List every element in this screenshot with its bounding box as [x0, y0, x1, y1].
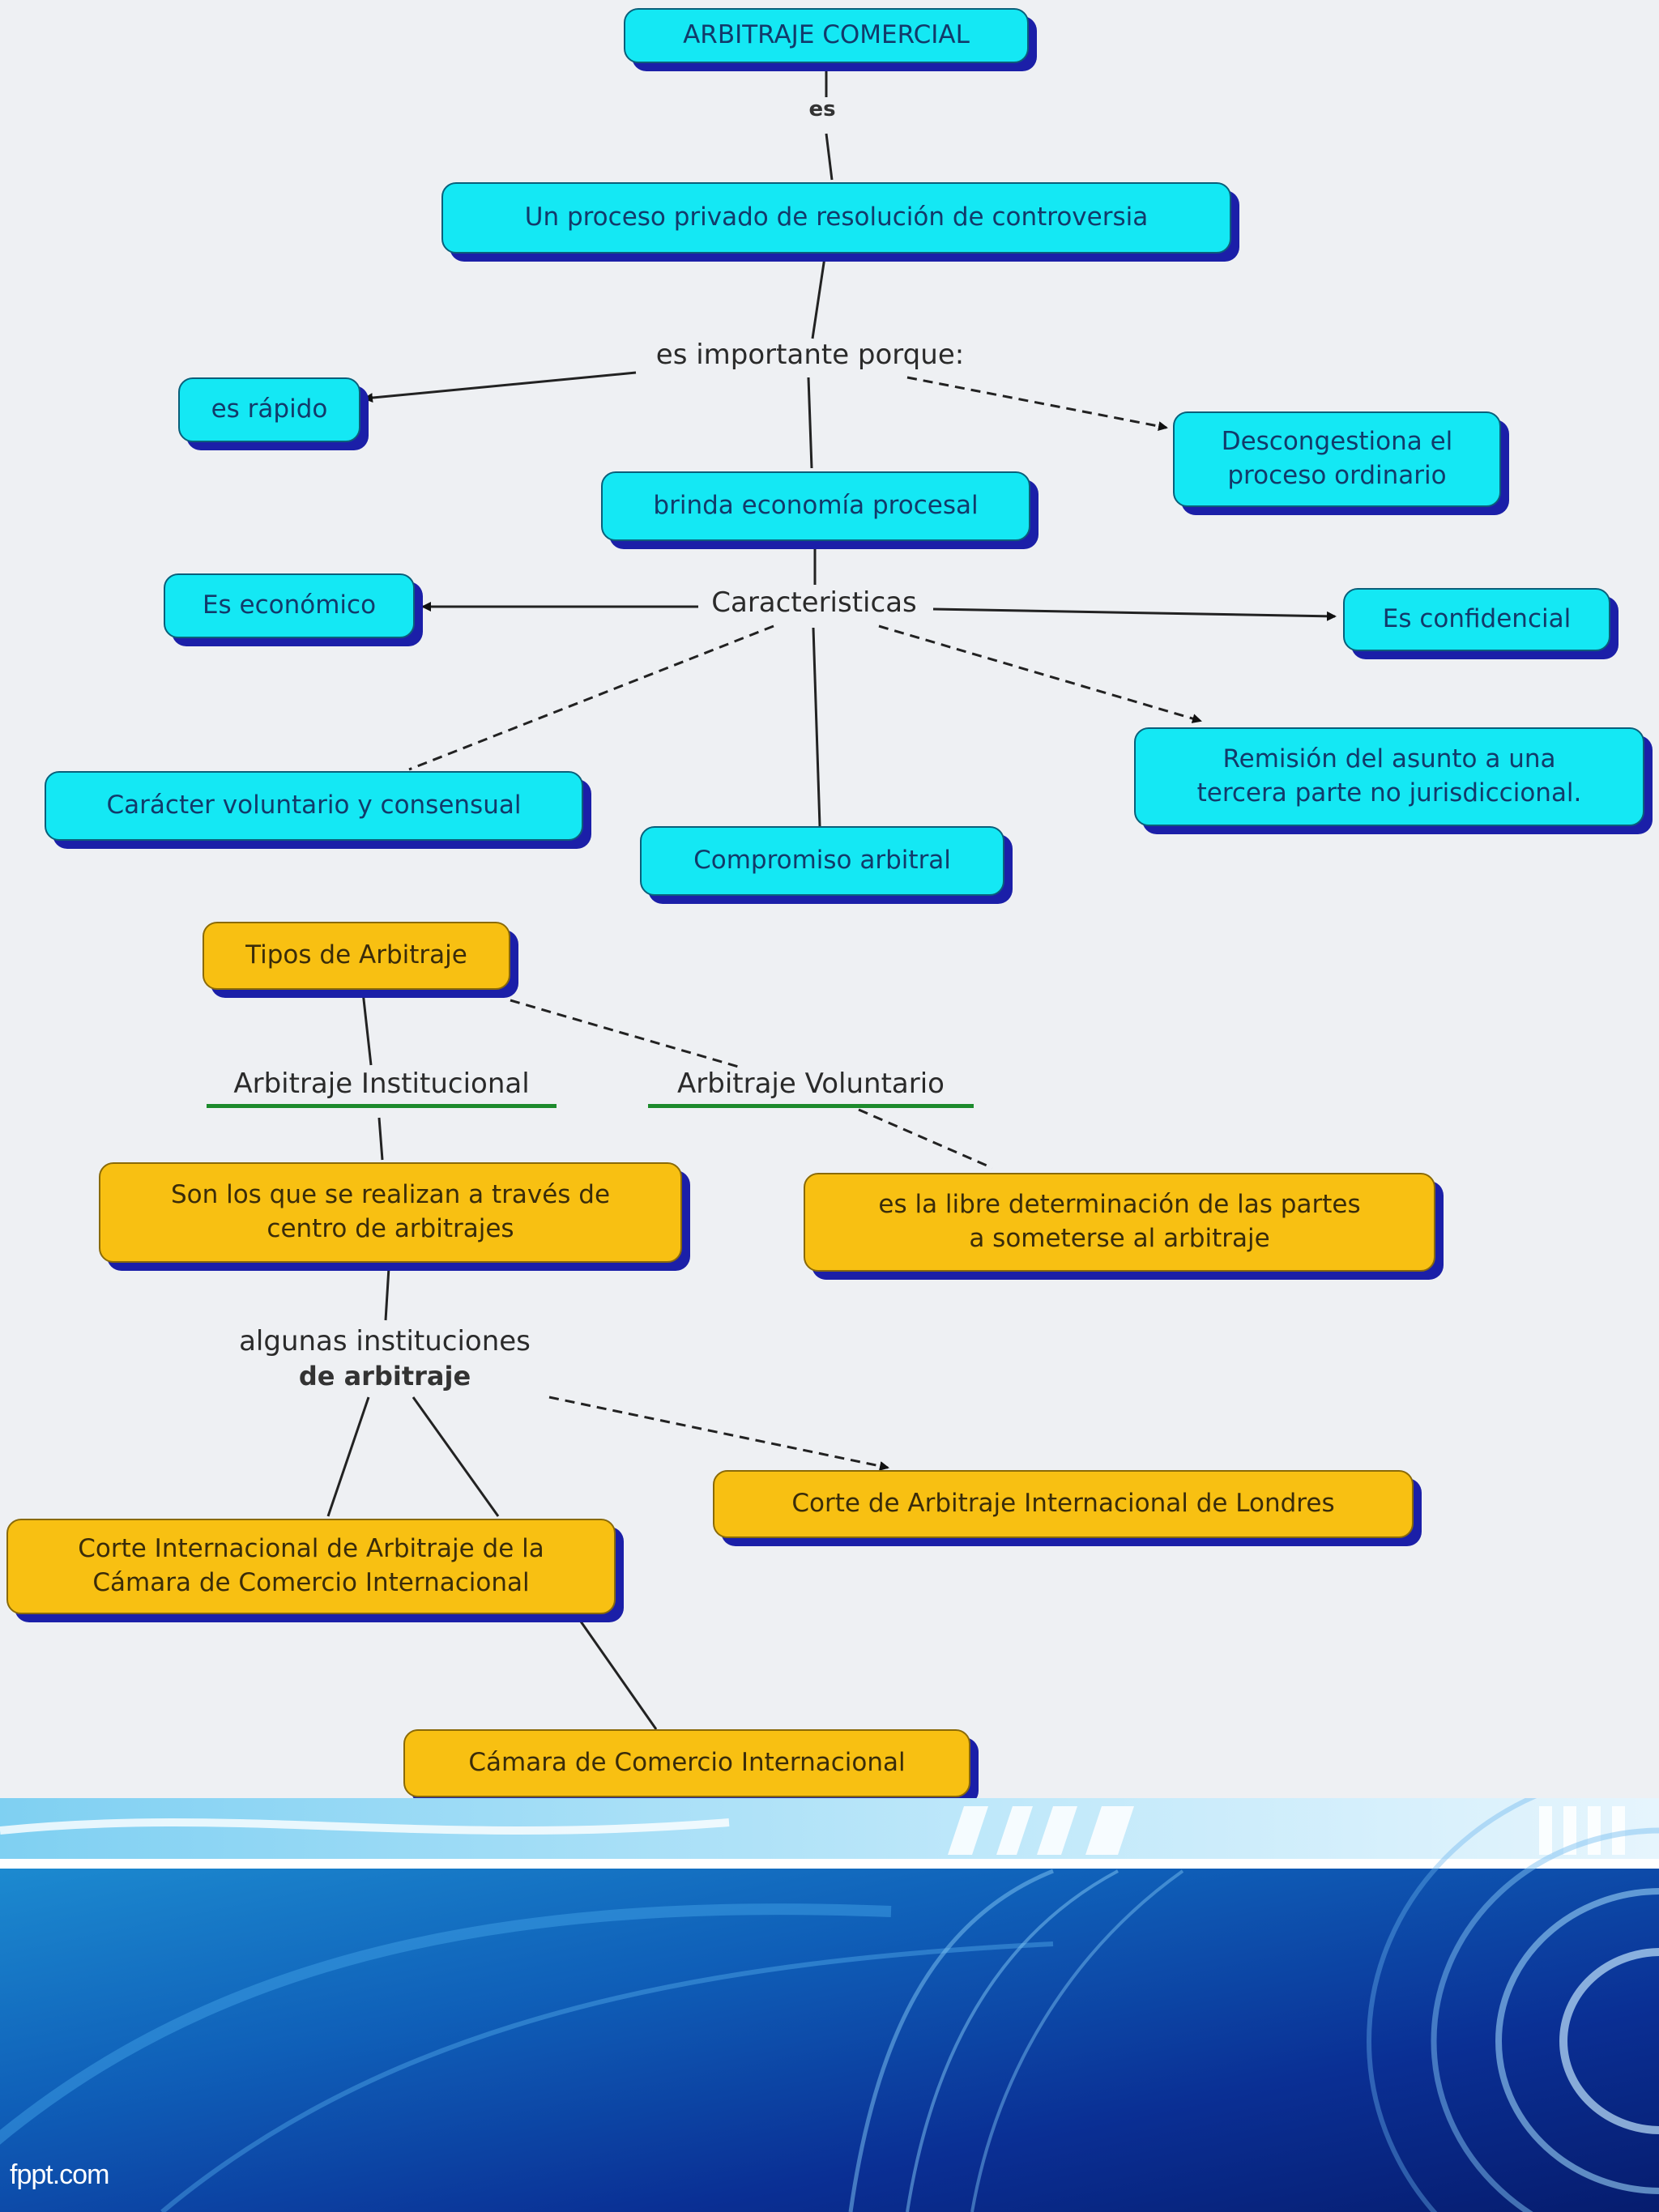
node-compromiso-arbitral[interactable]: Compromiso arbitral: [640, 826, 1004, 896]
node-caracter-voluntario[interactable]: Carácter voluntario y consensual: [45, 771, 583, 841]
link-proceso-importante: [811, 257, 826, 339]
node-tipos-arbitraje[interactable]: Tipos de Arbitraje: [203, 922, 510, 990]
label-de-arbitraje: de arbitraje: [298, 1361, 471, 1392]
link-tipos-voluntario: [510, 999, 742, 1069]
label-importante: es importante porque:: [655, 339, 965, 371]
node-corte-cci[interactable]: Corte Internacional de Arbitraje de la C…: [6, 1519, 616, 1614]
link-caracteristicas-compromiso: [812, 627, 821, 827]
node-economia-procesal[interactable]: brinda economía procesal: [601, 471, 1030, 541]
link-caracteristicas-remision: [878, 624, 1202, 723]
link-desc-instituciones: [384, 1267, 390, 1321]
link-instituciones-londres: [548, 1396, 889, 1471]
node-institucional-desc[interactable]: Son los que se realizan a través de cent…: [99, 1162, 682, 1263]
link-importante-rapido: [363, 371, 637, 403]
node-arbitraje-comercial[interactable]: ARBITRAJE COMERCIAL: [624, 8, 1029, 63]
link-instituciones-cci-a: [326, 1396, 370, 1517]
node-proceso-privado[interactable]: Un proceso privado de resolución de cont…: [441, 182, 1231, 254]
node-camara-comercio[interactable]: Cámara de Comercio Internacional: [403, 1729, 970, 1797]
node-es-rapido[interactable]: es rápido: [178, 377, 360, 442]
link-importante-descongestiona: [906, 376, 1168, 431]
link-voluntario-desc: [858, 1108, 993, 1170]
node-es-confidencial[interactable]: Es confidencial: [1343, 588, 1610, 651]
link-caracteristicas-confidencial: [932, 607, 1337, 621]
node-es-economico[interactable]: Es económico: [164, 573, 415, 638]
node-remision[interactable]: Remisión del asunto a una tercera parte …: [1134, 727, 1644, 826]
link-caracteristicas-voluntario: [408, 624, 774, 771]
footer-waves: [0, 1798, 1659, 2212]
label-arbitraje-institucional: Arbitraje Institucional: [207, 1068, 557, 1108]
link-tipos-institucional: [361, 991, 373, 1066]
label-arbitraje-voluntario: Arbitraje Voluntario: [648, 1068, 974, 1108]
concept-map: ARBITRAJE COMERCIAL es Un proceso privad…: [6, 8, 1644, 1797]
concept-map-links: [326, 65, 1337, 1730]
node-descongestiona[interactable]: Descongestiona el proceso ordinario: [1173, 411, 1501, 507]
label-es: es: [808, 97, 836, 121]
link-instituciones-cci-b: [412, 1396, 500, 1517]
footer-banner: [0, 1798, 1659, 2212]
link-institucional-desc: [377, 1117, 384, 1161]
brand-text: fppt.com: [10, 2159, 109, 2190]
label-caracteristicas: Caracteristicas: [711, 586, 917, 619]
link-importante-economia: [807, 377, 813, 469]
link-cci-camara: [574, 1613, 658, 1730]
node-corte-londres[interactable]: Corte de Arbitraje Internacional de Lond…: [713, 1470, 1414, 1538]
link-es-proceso: [825, 133, 834, 181]
node-voluntario-desc[interactable]: es la libre determinación de las partes …: [804, 1173, 1435, 1272]
label-algunas-instituciones: algunas instituciones: [239, 1325, 531, 1357]
